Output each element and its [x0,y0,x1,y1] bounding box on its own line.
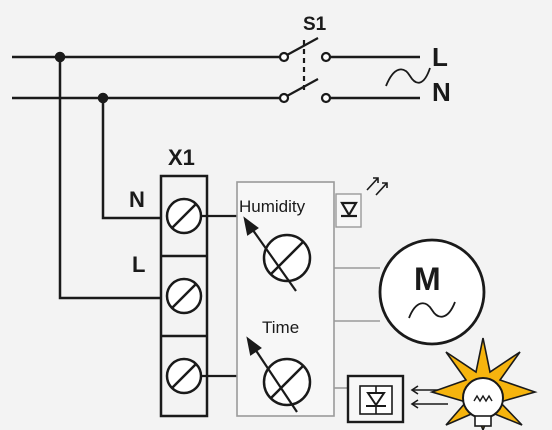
junctions [54,51,168,300]
photodiode-sensor-icon [334,374,448,424]
humidity-potentiometer [262,233,312,283]
lamp-icon [429,337,538,430]
time-label: Time [262,318,299,337]
switch-s1 [278,37,332,104]
humidity-adjust-arrow [243,216,297,292]
humidity-label: Humidity [239,197,306,216]
time-potentiometer [262,357,312,407]
motor-label: M [414,261,441,297]
time-adjust-arrow [246,336,298,413]
terminal-screw-out [165,357,203,395]
terminal-n-label: N [129,187,145,212]
switch-label: S1 [303,14,327,35]
terminal-block-label: X1 [168,145,195,170]
terminal-screw-l [165,277,203,315]
motor-icon [378,238,486,346]
led-icon [335,177,388,228]
line-label: L [432,42,448,72]
neutral-label: N [432,77,451,107]
terminal-screw-n [165,197,203,235]
supply-lines [12,55,420,100]
motor-wires [334,267,380,322]
terminal-l-label: L [132,252,145,277]
ac-sine-icon [385,67,431,87]
